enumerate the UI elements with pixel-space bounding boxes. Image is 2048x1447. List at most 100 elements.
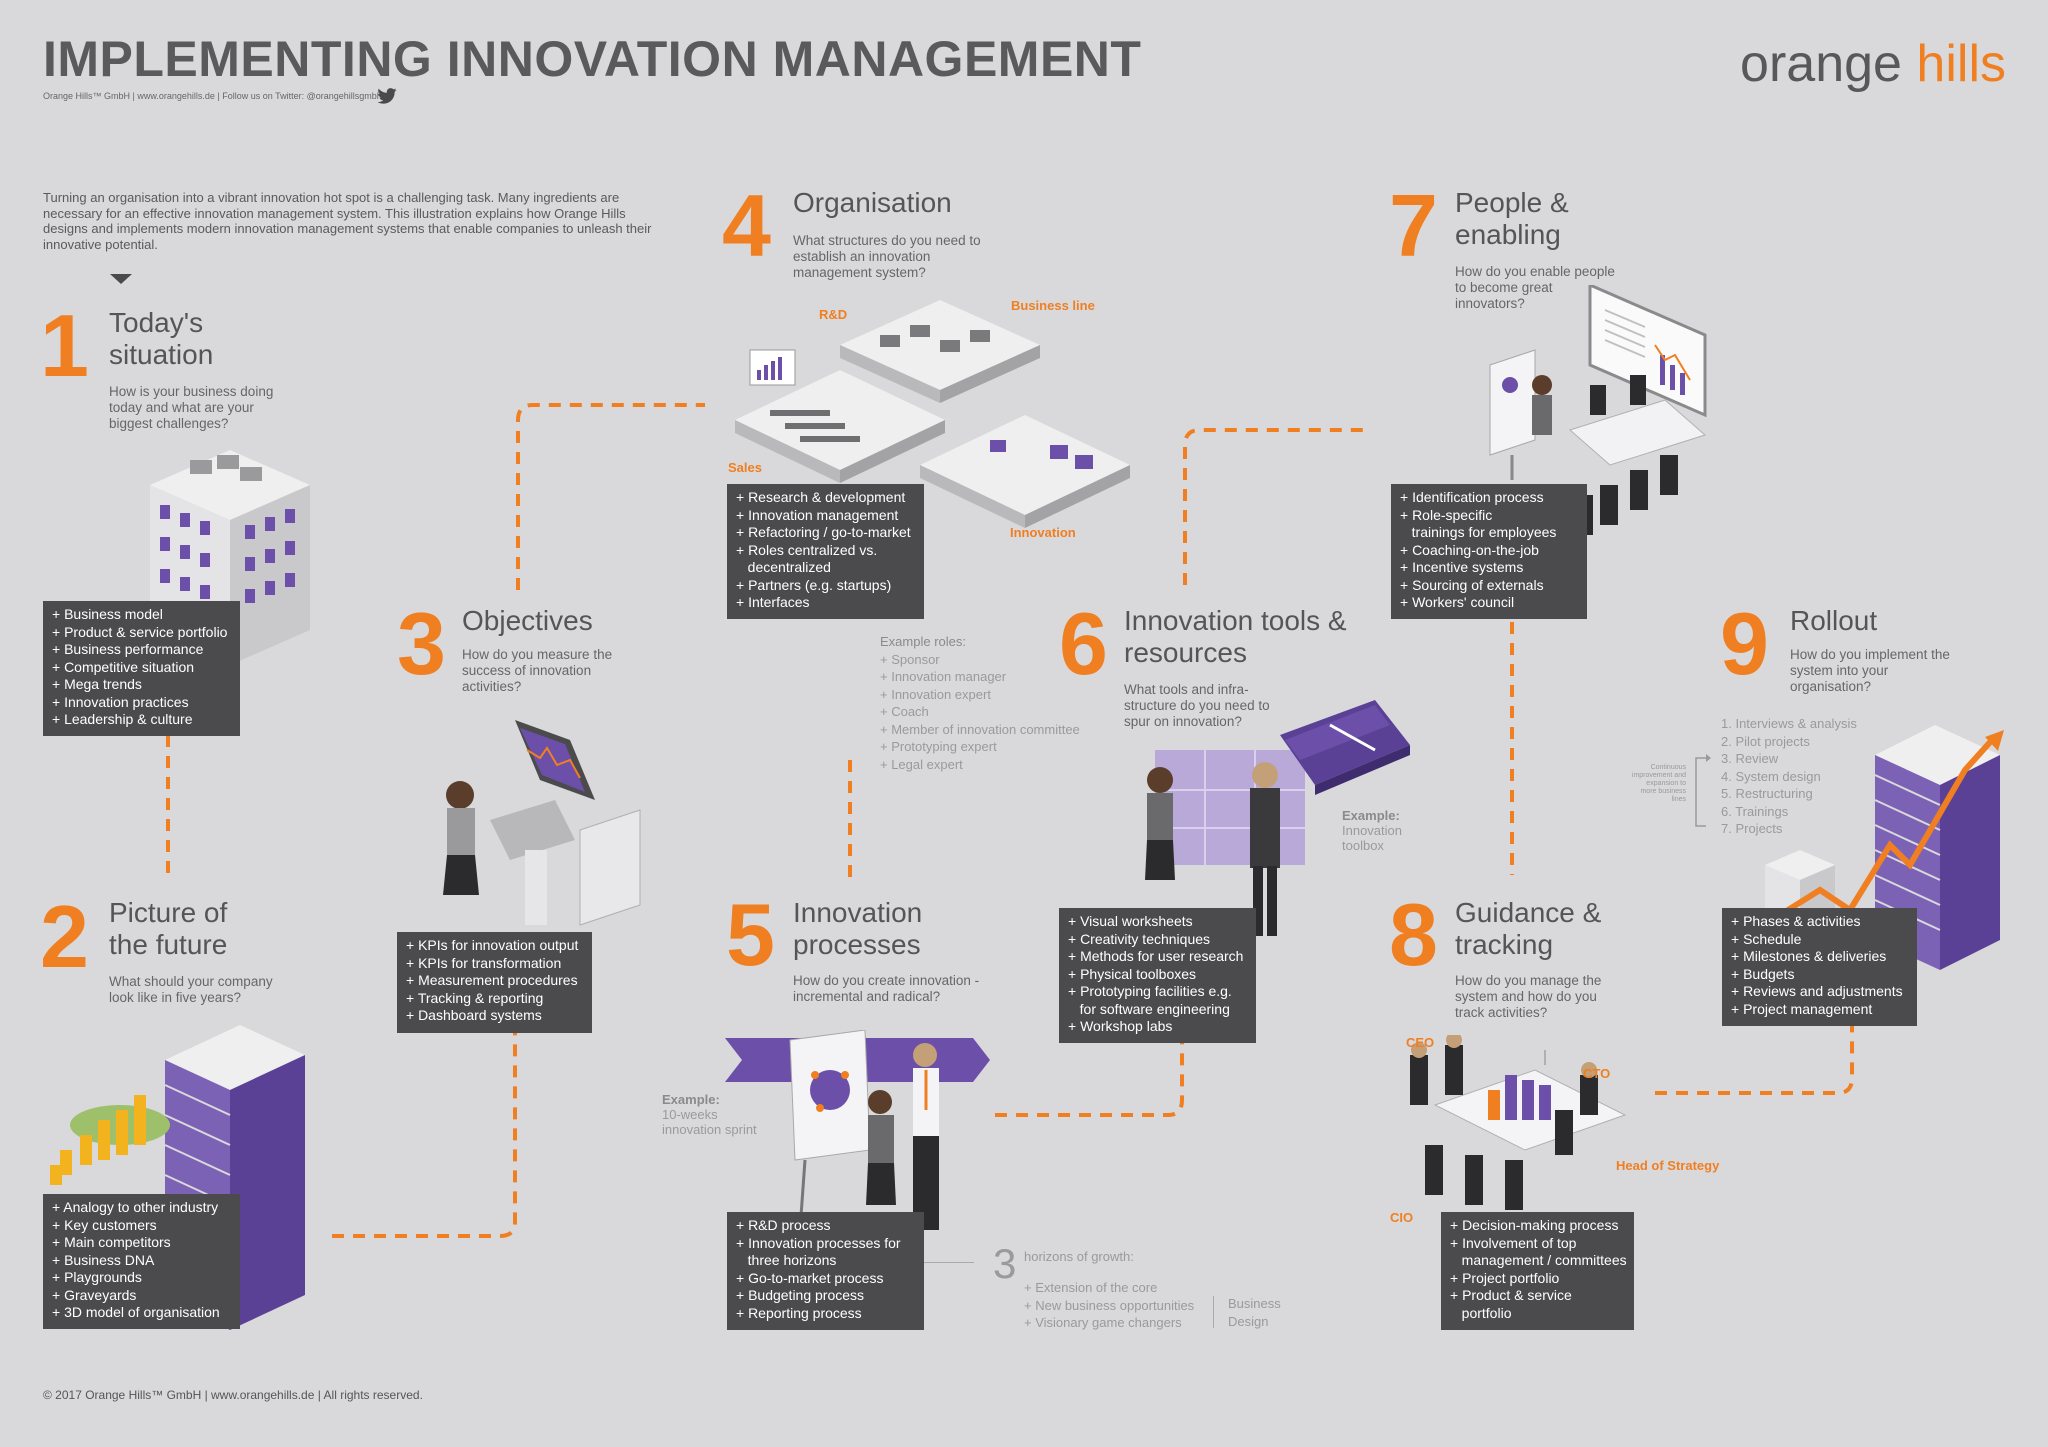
list-item: + Innovation manager (880, 669, 1007, 684)
section-7-number: 7 (1389, 176, 1438, 275)
list-item: 1. Interviews & analysis (1721, 716, 1857, 731)
list-item: + Sourcing of externals (1400, 576, 1544, 593)
section-4-title: Organisation (793, 187, 952, 218)
list-item: 7. Projects (1721, 821, 1783, 836)
section-3-question: How do you measure the success of innova… (462, 647, 613, 694)
list-item: three horizons (736, 1252, 837, 1268)
list-item: + Go-to-market process (736, 1269, 884, 1286)
list-item: + Incentive systems (1400, 559, 1524, 575)
horizons-heading: horizons of growth: (1024, 1249, 1134, 1264)
list-item: + Prototyping facilities e.g. (1068, 983, 1232, 999)
list-item: + Role-specific (1400, 506, 1493, 523)
list-item: + Coaching-on-the-job (1400, 541, 1539, 558)
list-item: + 3D model of organisation (52, 1304, 220, 1320)
list-item: + Decision-making process (1450, 1217, 1619, 1233)
section-2-list: + Analogy to other industry + Key custom… (43, 1194, 240, 1329)
list-item: + Legal expert (880, 756, 963, 772)
list-item: + Milestones & deliveries (1731, 948, 1887, 964)
page-title: IMPLEMENTING INNOVATION MANAGEMENT (43, 31, 1142, 87)
office-building-illustration (150, 450, 310, 665)
section-1-title: Today's situation (109, 307, 214, 370)
list-item: trainings for employees (1400, 524, 1557, 540)
footer: © 2017 Orange Hills™ GmbH | www.orangehi… (43, 1388, 423, 1402)
list-item: + Dashboard systems (406, 1007, 542, 1023)
list-item: + Extension of the core (1024, 1280, 1158, 1295)
section-5-question: How do you create innovation - increment… (793, 973, 980, 1004)
list-item: management / committees (1450, 1252, 1627, 1268)
list-item: + Prototyping expert (880, 739, 997, 754)
list-item: + Competitive situation (52, 658, 195, 675)
label-innovation: Innovation (1010, 525, 1076, 540)
twitter-icon[interactable] (377, 88, 397, 104)
section-1-number: 1 (40, 296, 89, 395)
list-item: + Schedule (1731, 930, 1802, 947)
list-item: + Budgeting process (736, 1287, 865, 1303)
list-item: + Innovation expert (880, 686, 991, 702)
list-item: + Partners (e.g. startups) (736, 576, 892, 593)
section-9-list: + Phases & activities + Schedule + Miles… (1722, 908, 1917, 1026)
rollout-steps: 1. Interviews & analysis 2. Pilot projec… (1721, 715, 1857, 838)
section-6-title: Innovation tools & resources (1124, 605, 1347, 668)
divider (1213, 1296, 1214, 1328)
list-item: + Member of innovation committee (880, 721, 1080, 737)
section-8-list: + Decision-making process + Involvement … (1441, 1212, 1634, 1330)
list-item: + Sponsor (880, 651, 940, 667)
training-room-illustration (1489, 285, 1707, 535)
section-3-number: 3 (397, 594, 446, 693)
loop-note: Continuous improvement and expansion to … (1631, 764, 1686, 803)
section-6-number: 6 (1059, 594, 1108, 693)
list-item: portfolio (1450, 1304, 1512, 1321)
section-9-question: How do you implement the system into you… (1790, 647, 1950, 694)
list-item: 4. System design (1721, 768, 1821, 784)
list-item: 3. Review (1721, 751, 1779, 766)
horizons-list: + Extension of the core + New business o… (1024, 1279, 1194, 1332)
label-head-of-strategy: Head of Strategy (1616, 1158, 1720, 1173)
list-item: 6. Trainings (1721, 803, 1789, 819)
horizons-side: Business Design (1228, 1296, 1281, 1329)
label-cio: CIO (1390, 1210, 1414, 1225)
dashboard-kiosk-illustration (443, 720, 641, 926)
list-item: + Business DNA (52, 1251, 155, 1268)
list-item: 2. Pilot projects (1721, 733, 1810, 749)
section-7-list: + Identification process + Role-specific… (1391, 484, 1587, 619)
section-5-title: Innovation processes (793, 897, 923, 960)
list-item: + Phases & activities (1731, 913, 1861, 929)
section-4-question: What structures do you need to establish… (793, 233, 981, 280)
horizons-number: 3 (993, 1240, 1017, 1287)
list-item: + Involvement of top (1450, 1234, 1577, 1251)
label-cto: CTO (1583, 1066, 1611, 1081)
list-item: + Main competitors (52, 1234, 171, 1250)
list-item: + Project portfolio (1450, 1269, 1560, 1286)
section-7-question: How do you enable people to become great… (1455, 264, 1615, 311)
innovation-toolbox-illustration (1145, 700, 1410, 936)
list-item: + Innovation practices (52, 693, 189, 710)
list-item: + Product & service (1450, 1287, 1572, 1303)
list-item: + Roles centralized vs. (736, 541, 878, 558)
section-6-question: What tools and infra-structure do you ne… (1124, 682, 1270, 729)
list-item: + Reporting process (736, 1304, 862, 1321)
list-item: decentralized (736, 559, 831, 575)
label-rd: R&D (819, 307, 848, 322)
section-3-list: + KPIs for innovation output + KPIs for … (397, 932, 592, 1033)
section-1-list: + Business model + Product & service por… (43, 601, 240, 736)
list-item: + Refactoring / go-to-market (736, 524, 911, 540)
office-floor-illustration (735, 300, 1130, 528)
list-item: + Identification process (1400, 489, 1544, 505)
section-5-example: Example:10-weeks innovation sprint (662, 1092, 757, 1137)
label-sales: Sales (728, 460, 762, 475)
list-item: + Budgets (1731, 965, 1795, 982)
header-subline: Orange Hills™ GmbH | www.orangehills.de … (43, 91, 382, 101)
list-item: + Playgrounds (52, 1269, 142, 1285)
section-4-number: 4 (722, 176, 771, 275)
list-item: 5. Restructuring (1721, 786, 1813, 801)
example-roles: Example roles: + Sponsor + Innovation ma… (880, 633, 1120, 773)
list-item: + Visionary game changers (1024, 1315, 1182, 1330)
section-7-title: People & enabling (1455, 187, 1569, 250)
list-item: + New business opportunities (1024, 1297, 1195, 1313)
section-8-question: How do you manage the system and how do … (1455, 973, 1602, 1020)
list-item: + Creativity techniques (1068, 930, 1211, 947)
section-6-example: Example:Innovation toolbox (1342, 808, 1402, 853)
arrow-down-icon (110, 274, 132, 284)
list-item: + Graveyards (52, 1286, 137, 1303)
section-3-title: Objectives (462, 605, 593, 636)
